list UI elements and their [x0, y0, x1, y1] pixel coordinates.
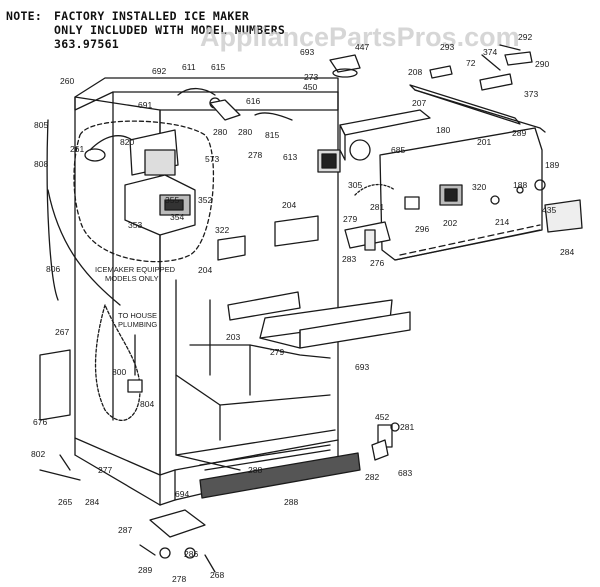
- callout-676: 676: [33, 417, 47, 427]
- crisper-shelf: [227, 291, 411, 349]
- callout-293: 293: [440, 42, 454, 52]
- callout-278-bottom: 278: [172, 574, 186, 584]
- callout-188: 188: [513, 180, 527, 190]
- callout-450: 450: [303, 82, 317, 92]
- light-housing: [317, 109, 431, 173]
- callout-283: 283: [342, 254, 356, 264]
- callout-320: 320: [472, 182, 486, 192]
- callout-693-top: 693: [300, 47, 314, 57]
- callout-277: 277: [98, 465, 112, 475]
- callout-273: 273: [304, 72, 318, 82]
- top-rail: [409, 84, 546, 133]
- callout-204-right: 204: [282, 200, 296, 210]
- callout-290: 290: [535, 59, 549, 69]
- callout-72: 72: [466, 58, 476, 68]
- callout-260: 260: [60, 76, 74, 86]
- callout-694: 694: [175, 489, 189, 499]
- callout-611-mid: 278: [248, 150, 262, 160]
- callout-284-right: 284: [560, 247, 574, 257]
- callout-352: 352: [198, 195, 212, 205]
- cabinet: [74, 77, 339, 506]
- callout-284-bottom: 284: [85, 497, 99, 507]
- note-line-2: ONLY INCLUDED WITH MODEL NUMBERS: [54, 23, 286, 37]
- callout-683: 683: [398, 468, 412, 478]
- note-line-3: 363.97561: [54, 37, 120, 51]
- callout-189: 189: [545, 160, 559, 170]
- callout-452: 452: [375, 412, 389, 422]
- callout-685: 685: [391, 145, 405, 155]
- callout-808: 808: [34, 159, 48, 169]
- callout-805: 805: [34, 120, 48, 130]
- control-panel: [379, 127, 543, 261]
- callout-288-lower: 288: [284, 497, 298, 507]
- callout-276: 276: [370, 258, 384, 268]
- callout-268: 268: [210, 570, 224, 580]
- callout-806: 806: [46, 264, 60, 274]
- callout-802: 802: [31, 449, 45, 459]
- callout-labels: 260 805 808 806 261 820 355 352 354 353 …: [31, 32, 574, 584]
- callout-693-mid: 693: [355, 362, 369, 372]
- callout-305: 305: [348, 180, 362, 190]
- callout-289-bottom: 289: [138, 565, 152, 575]
- callout-202: 202: [443, 218, 457, 228]
- callout-820: 820: [120, 137, 134, 147]
- callout-201: 201: [477, 137, 491, 147]
- icemaker-assembly: [84, 129, 196, 236]
- icemaker-note-1: ICEMAKER EQUIPPED: [95, 265, 176, 274]
- watermark: AppliancePartsPros.com: [200, 22, 520, 52]
- callout-279-mid: 279: [343, 214, 357, 224]
- callout-281-mid: 281: [370, 202, 384, 212]
- callout-267: 267: [55, 327, 69, 337]
- callout-615: 615: [211, 62, 225, 72]
- callout-692: 692: [152, 66, 166, 76]
- icemaker-note-2: MODELS ONLY: [105, 274, 159, 283]
- callout-815: 815: [265, 130, 279, 140]
- callout-322: 322: [215, 225, 229, 235]
- callout-355: 355: [165, 195, 179, 205]
- plumbing-note-1: TO HOUSE: [118, 311, 157, 320]
- callout-214: 214: [495, 217, 509, 227]
- callout-611-top: 611: [182, 62, 196, 72]
- plumbing-note-2: PLUMBING: [118, 320, 157, 329]
- callout-280-left: 280: [213, 127, 227, 137]
- callout-292: 292: [518, 32, 532, 42]
- note-line-1: FACTORY INSTALLED ICE MAKER: [54, 9, 250, 23]
- note-label: NOTE:: [6, 9, 43, 23]
- callout-804: 804: [140, 399, 154, 409]
- callout-447: 447: [355, 42, 369, 52]
- callout-286: 286: [184, 549, 198, 559]
- callout-373: 373: [524, 89, 538, 99]
- callout-281-bottom: 281: [400, 422, 414, 432]
- callout-354: 354: [170, 212, 184, 222]
- callout-613: 613: [283, 152, 297, 162]
- callout-573: 573: [205, 154, 219, 164]
- annotation-text: ICEMAKER EQUIPPED MODELS ONLY TO HOUSE P…: [95, 265, 176, 329]
- callout-374: 374: [483, 47, 497, 57]
- callout-208: 208: [408, 67, 422, 77]
- callout-265: 265: [58, 497, 72, 507]
- callout-261: 261: [70, 144, 84, 154]
- callout-800: 800: [112, 367, 126, 377]
- callout-279-bottom: 279: [270, 347, 284, 357]
- callout-280-right: 280: [238, 127, 252, 137]
- callout-180: 180: [436, 125, 450, 135]
- callout-207: 207: [412, 98, 426, 108]
- callout-435: 435: [542, 205, 556, 215]
- callout-296: 296: [415, 224, 429, 234]
- callout-288-upper: 288: [248, 465, 262, 475]
- callout-691: 691: [138, 100, 152, 110]
- callout-282: 282: [365, 472, 379, 482]
- callout-203-left: 203: [226, 332, 240, 342]
- callout-289: 289: [512, 128, 526, 138]
- callout-287: 287: [118, 525, 132, 535]
- callout-353: 353: [128, 220, 142, 230]
- callout-616: 616: [246, 96, 260, 106]
- callout-204-left: 204: [198, 265, 212, 275]
